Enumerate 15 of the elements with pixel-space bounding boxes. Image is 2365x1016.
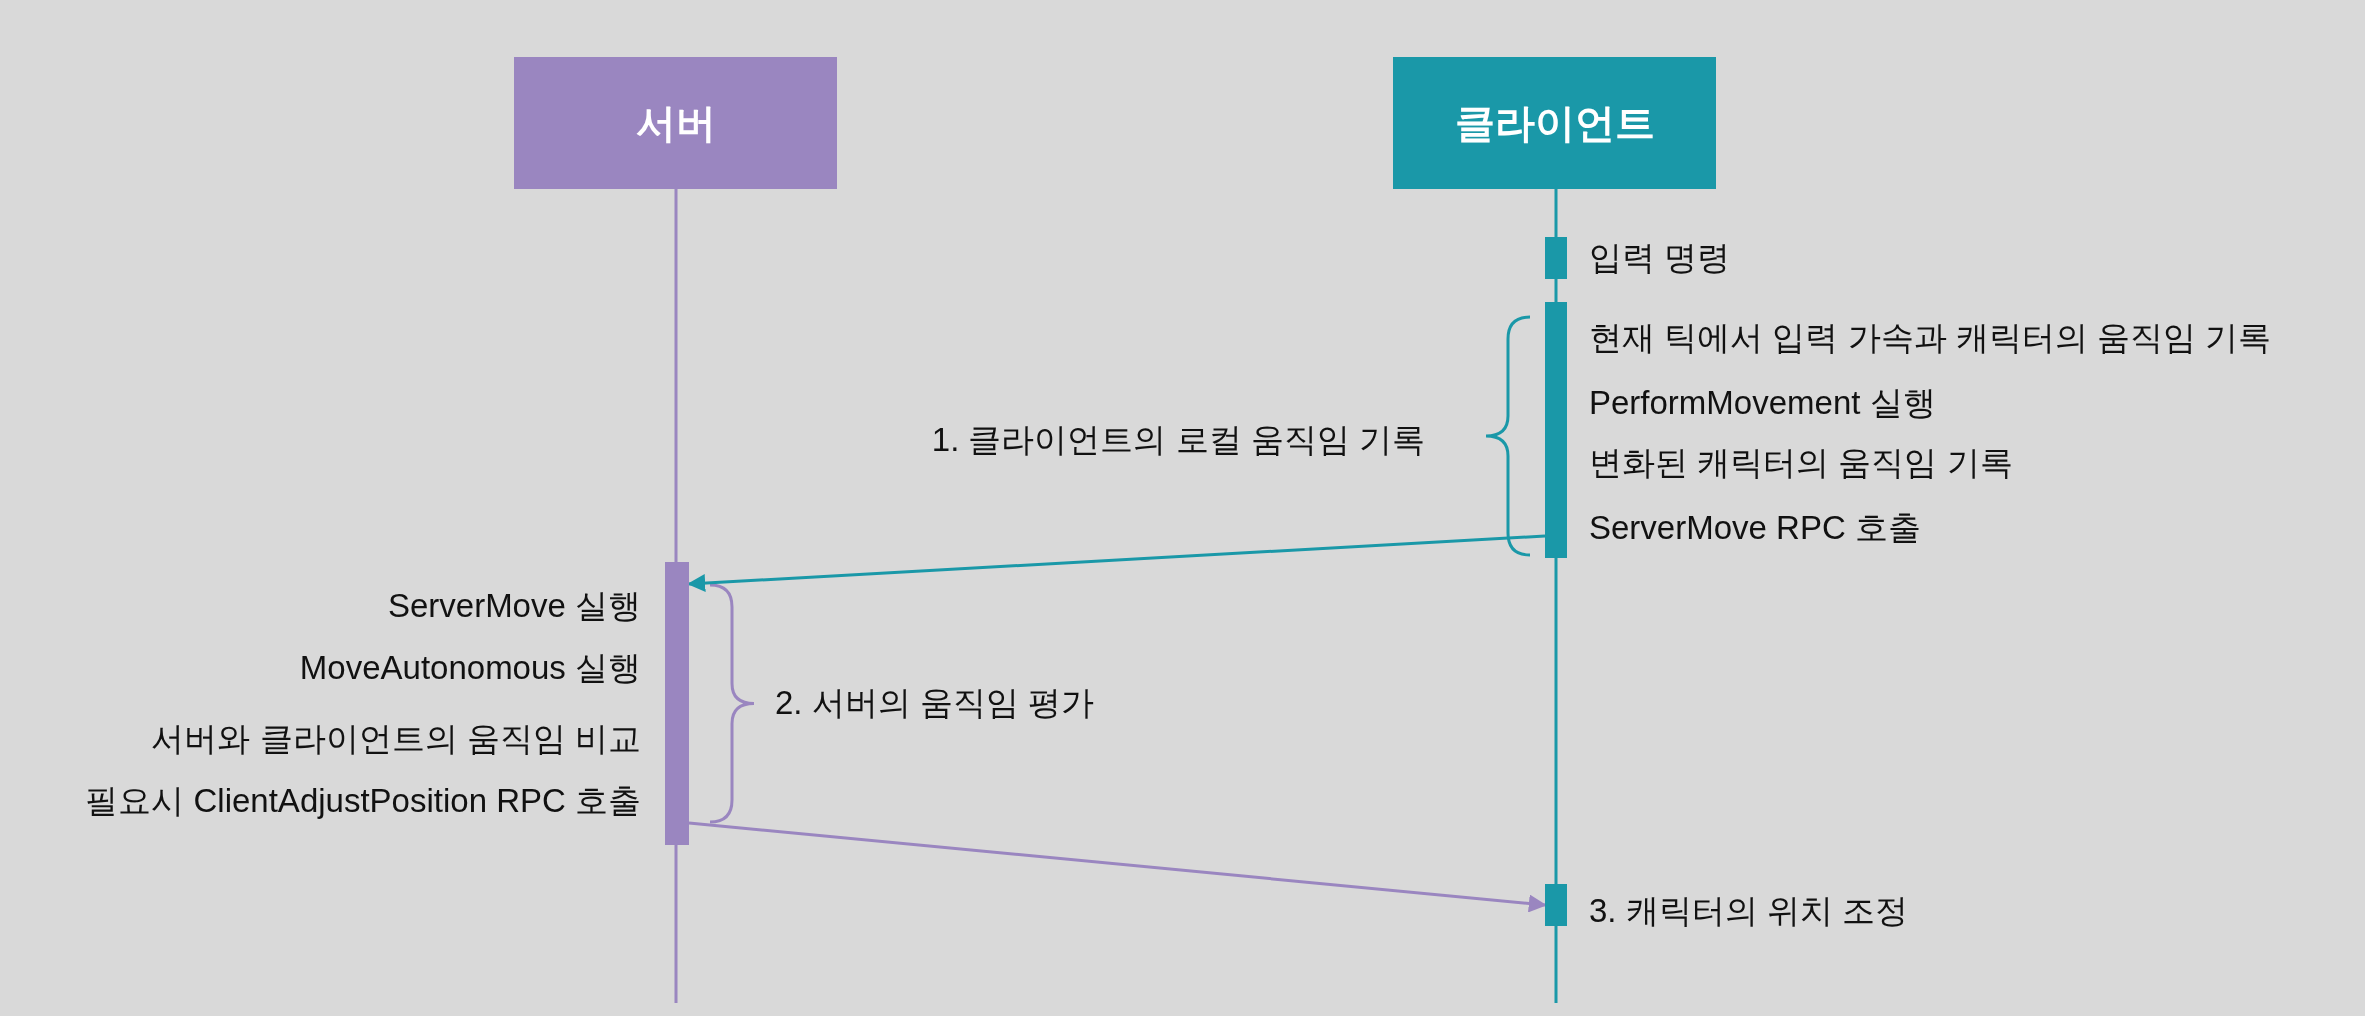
step-text: PerformMovement 실행: [1589, 383, 1936, 423]
step-text: 필요시 ClientAdjustPosition RPC 호출: [85, 781, 641, 821]
step-text: MoveAutonomous 실행: [299, 648, 641, 688]
step-text: ServerMove 실행: [387, 586, 641, 626]
step-text: 변화된 캐릭터의 움직임 기록: [1589, 443, 2013, 483]
step-text: 3. 캐릭터의 위치 조정: [1589, 891, 1909, 931]
message-arrow: [688, 821, 1547, 913]
participant-box: 클라이언트: [1393, 57, 1716, 189]
step-text: 현재 틱에서 입력 가속과 캐릭터의 움직임 기록: [1589, 318, 2271, 358]
participant-box: 서버: [514, 57, 837, 189]
phase-label: 1. 클라이언트의 로컬 움직임 기록: [931, 420, 1425, 460]
step-text: ServerMove RPC 호출: [1589, 508, 1921, 548]
phase-label: 2. 서버의 움직임 평가: [775, 683, 1095, 723]
step-text: 서버와 클라이언트의 움직임 비교: [151, 719, 641, 759]
step-text: 입력 명령: [1589, 238, 1731, 278]
